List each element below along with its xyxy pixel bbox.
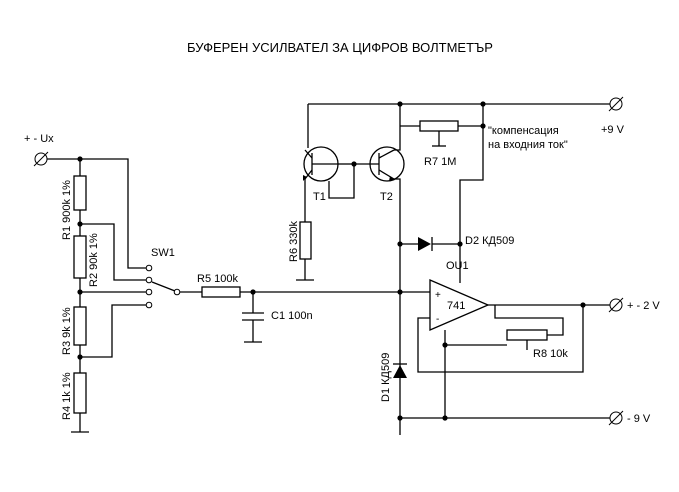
r8-right-wire [494, 305, 564, 336]
t2-transistor [354, 146, 405, 182]
r5-label: R5 100k [197, 273, 238, 285]
compensation-label-2: на входния ток" [488, 139, 568, 151]
r8-resistor [506, 329, 548, 341]
neg-supply-label: - 9 V [627, 413, 651, 425]
junction-dot [397, 101, 403, 107]
neg-supply-terminal [608, 410, 624, 426]
page-title: БУФЕРЕН УСИЛВАТЕЛ ЗА ЦИФРОВ ВОЛТМЕТЪР [187, 40, 493, 55]
tap-wire-1 [80, 158, 146, 269]
r7-resistor [419, 120, 459, 132]
tap-wire-4 [80, 304, 146, 358]
sw1-switch [145, 264, 181, 309]
r3-label: R3 9k 1% [61, 307, 73, 355]
t2-label: T2 [380, 191, 393, 203]
opamp-plus: + [435, 290, 441, 301]
base-loop [328, 164, 355, 199]
input-terminal-label: + - Ux [24, 133, 54, 145]
c1-label: C1 100n [271, 310, 313, 322]
t1-transistor [303, 146, 339, 182]
t2-emitter-wire [394, 178, 401, 435]
tap-wire-2 [80, 223, 146, 281]
r1-label: R1 900k 1% [61, 180, 73, 240]
input-terminal [33, 151, 49, 167]
t1-label: T1 [313, 191, 326, 203]
r4-label: R4 1k 1% [61, 372, 73, 420]
output-terminal [608, 297, 624, 313]
r3-resistor [73, 306, 87, 346]
d2-diode [418, 237, 431, 251]
junction-dot [442, 415, 448, 421]
r4-resistor [73, 372, 87, 414]
feedback-wire [417, 305, 584, 373]
d1-label: D1 КД509 [380, 353, 392, 402]
opamp-model: 741 [447, 300, 465, 312]
r2-resistor [73, 235, 87, 279]
ou1-label: OU1 [446, 260, 469, 272]
output-label: + - 2 V [627, 300, 660, 312]
d1-diode [393, 365, 407, 378]
r1-resistor [73, 175, 87, 211]
compensation-label-1: "компенсация [488, 125, 559, 137]
r5-resistor [201, 286, 241, 298]
pos-supply-terminal [608, 96, 624, 112]
junction-dot [397, 415, 403, 421]
r6-resistor [299, 221, 312, 260]
r6-label: R6 330k [288, 221, 300, 262]
opamp-minus: - [436, 314, 439, 325]
sw1-label: SW1 [151, 247, 175, 259]
t2-collector-wire [394, 104, 401, 151]
r7-label: R7 1M [424, 156, 456, 168]
pos-supply-label: +9 V [601, 124, 625, 136]
opamp-741 [429, 279, 490, 331]
r2-label: R2 90k 1% [88, 233, 100, 287]
d2-label: D2 КД509 [465, 235, 514, 247]
comp-wire [459, 126, 484, 244]
r8-left-wire [444, 330, 507, 346]
r8-label: R8 10k [533, 348, 568, 360]
